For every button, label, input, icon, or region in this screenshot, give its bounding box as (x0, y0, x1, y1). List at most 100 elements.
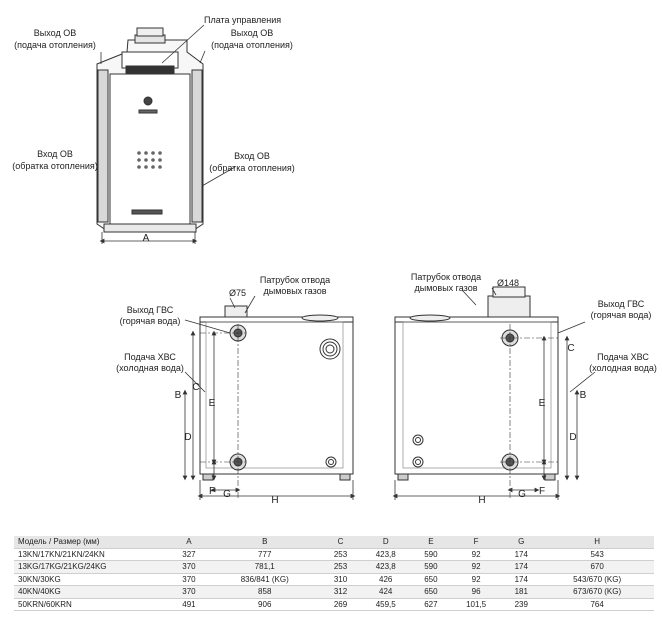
left-dhw-out-sub: (горячая вода) (120, 316, 181, 326)
left-flue-sub: дымовых газов (264, 286, 327, 296)
table-cell: 777 (207, 548, 322, 561)
table-cell: 543/670 (KG) (540, 573, 654, 586)
left-dim-b: B (175, 390, 182, 401)
front-inlet-right-label: Вход ОВ (234, 151, 270, 161)
table-row: 40KN/40KG 370 858 312 424 650 96 181 673… (14, 585, 654, 599)
table-cell: 50KRN/60KRN (14, 598, 170, 611)
table-cell: 543 (540, 548, 654, 561)
table-cell: 174 (502, 548, 541, 561)
table-header-row: Модель / Размер (мм) A B C D E F G H (14, 536, 654, 549)
table-cell: 92 (449, 548, 503, 561)
table-cell: 423,8 (359, 560, 412, 574)
front-control-panel-label: Плата управления (204, 15, 281, 25)
table-cell: 269 (321, 598, 360, 611)
right-dim-e: E (539, 398, 546, 409)
front-view (96, 27, 204, 233)
left-dim-c: C (192, 382, 199, 393)
table-cell: 181 (502, 585, 541, 599)
front-outlet-right-sub: (подача отопления) (211, 40, 293, 50)
right-dhw-out-label: Выход ГВС (598, 299, 645, 309)
table-cell: 858 (207, 585, 322, 599)
left-cold-in-label: Подача ХВС (124, 352, 176, 362)
table-cell: 101,5 (449, 598, 503, 611)
table-header-g: G (502, 536, 541, 549)
front-outlet-left-label: Выход ОВ (34, 28, 76, 38)
front-inlet-left-sub: (обратка отопления) (12, 161, 98, 171)
front-dim-a: A (143, 233, 150, 244)
table-header-d: D (359, 536, 412, 549)
table-cell: 459,5 (359, 598, 412, 611)
front-inlet-right-sub: (обратка отопления) (209, 163, 295, 173)
table-cell: 92 (449, 573, 503, 586)
front-outlet-right-label: Выход ОВ (231, 28, 273, 38)
table-cell: 174 (502, 573, 541, 586)
right-dim-d: D (569, 432, 576, 443)
table-cell: 836/841 (KG) (207, 573, 322, 586)
right-dim-b: B (580, 390, 587, 401)
table-cell: 96 (449, 585, 503, 599)
table-cell: 426 (359, 573, 412, 586)
table-cell: 590 (411, 560, 450, 574)
left-dim-e: E (209, 398, 216, 409)
table-cell: 424 (359, 585, 412, 599)
table-header-a: A (170, 536, 208, 549)
right-flue-sub: дымовых газов (415, 283, 478, 293)
side-view-right (394, 286, 559, 481)
left-flue-label: Патрубок отвода (260, 275, 330, 285)
table-row: 50KRN/60KRN 491 906 269 459,5 627 101,5 … (14, 598, 654, 611)
table-cell: 764 (540, 598, 654, 611)
left-diameter: Ø75 (229, 288, 246, 298)
left-dim-h: H (271, 495, 278, 506)
table-row: 13KN/17KN/21KN/24KN 327 777 253 423,8 59… (14, 548, 654, 561)
right-diameter: Ø148 (497, 278, 519, 288)
table-cell: 253 (321, 560, 360, 574)
front-inlet-left-label: Вход ОВ (37, 149, 73, 159)
table-cell: 174 (502, 560, 541, 574)
right-dim-c: C (567, 343, 574, 354)
table-cell: 253 (321, 548, 360, 561)
front-outlet-left-sub: (подача отопления) (14, 40, 96, 50)
table-cell: 312 (321, 585, 360, 599)
table-cell: 627 (411, 598, 450, 611)
table-header-e: E (411, 536, 450, 549)
table-cell: 13KG/17KG/21KG/24KG (14, 560, 170, 574)
right-dim-h: H (478, 495, 485, 506)
left-dim-f: F (209, 486, 215, 497)
table-cell: 650 (411, 573, 450, 586)
table-header-b: B (207, 536, 322, 549)
right-flue-label: Патрубок отвода (411, 272, 481, 282)
left-dim-d: D (184, 432, 191, 443)
table-cell: 40KN/40KG (14, 585, 170, 599)
right-dhw-out-sub: (горячая вода) (591, 310, 652, 320)
table-cell: 906 (207, 598, 322, 611)
table-cell: 491 (170, 598, 208, 611)
table-cell: 30KN/30KG (14, 573, 170, 586)
side-view-left (199, 305, 354, 481)
table-cell: 370 (170, 573, 208, 586)
table-cell: 370 (170, 585, 208, 599)
left-cold-in-sub: (холодная вода) (116, 363, 184, 373)
table-cell: 590 (411, 548, 450, 561)
dimensions-table: Модель / Размер (мм) A B C D E F G H 13K… (14, 536, 654, 611)
table-cell: 781,1 (207, 560, 322, 574)
table-cell: 310 (321, 573, 360, 586)
dimension-drawing: Плата управления Выход ОВ (подача отопле… (12, 15, 657, 506)
table-header-model: Модель / Размер (мм) (14, 536, 170, 549)
table-cell: 327 (170, 548, 208, 561)
table-cell: 92 (449, 560, 503, 574)
table-row: 13KG/17KG/21KG/24KG 370 781,1 253 423,8 … (14, 560, 654, 574)
table-cell: 13KN/17KN/21KN/24KN (14, 548, 170, 561)
table-row: 30KN/30KG 370 836/841 (KG) 310 426 650 9… (14, 573, 654, 586)
table-cell: 673/670 (KG) (540, 585, 654, 599)
right-cold-in-sub: (холодная вода) (589, 363, 657, 373)
table-cell: 650 (411, 585, 450, 599)
right-dim-f: F (539, 486, 545, 497)
table-header-c: C (321, 536, 360, 549)
table-header-f: F (449, 536, 503, 549)
keypad-dots (137, 151, 162, 169)
left-dhw-out-label: Выход ГВС (127, 305, 174, 315)
table-header-h: H (540, 536, 654, 549)
left-dim-g: G (223, 489, 231, 500)
right-dim-g: G (518, 489, 526, 500)
table-cell: 239 (502, 598, 541, 611)
